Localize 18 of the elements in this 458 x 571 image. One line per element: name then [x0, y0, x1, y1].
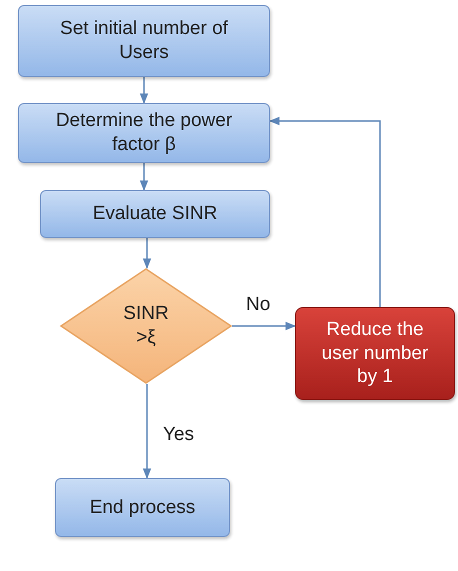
arrow	[268, 116, 381, 307]
process-box	[18, 103, 270, 163]
node-text: Evaluate SINR	[92, 202, 218, 226]
node-text: End process	[88, 496, 196, 520]
arrow	[140, 163, 148, 192]
node-text: Reduce the user number by 1	[320, 318, 430, 390]
decision-diamond	[60, 268, 232, 384]
process-box	[295, 307, 455, 400]
process-box	[18, 5, 270, 77]
node-text: Determine the power factor β	[54, 109, 234, 157]
arrow	[232, 322, 296, 330]
node-text: Set initial number of Users	[59, 17, 229, 65]
arrow	[140, 77, 148, 104]
node-text: SINR >ξ	[122, 302, 170, 350]
process-box	[40, 190, 270, 238]
process-box	[55, 478, 230, 537]
arrow	[142, 384, 152, 480]
arrow	[142, 238, 152, 270]
